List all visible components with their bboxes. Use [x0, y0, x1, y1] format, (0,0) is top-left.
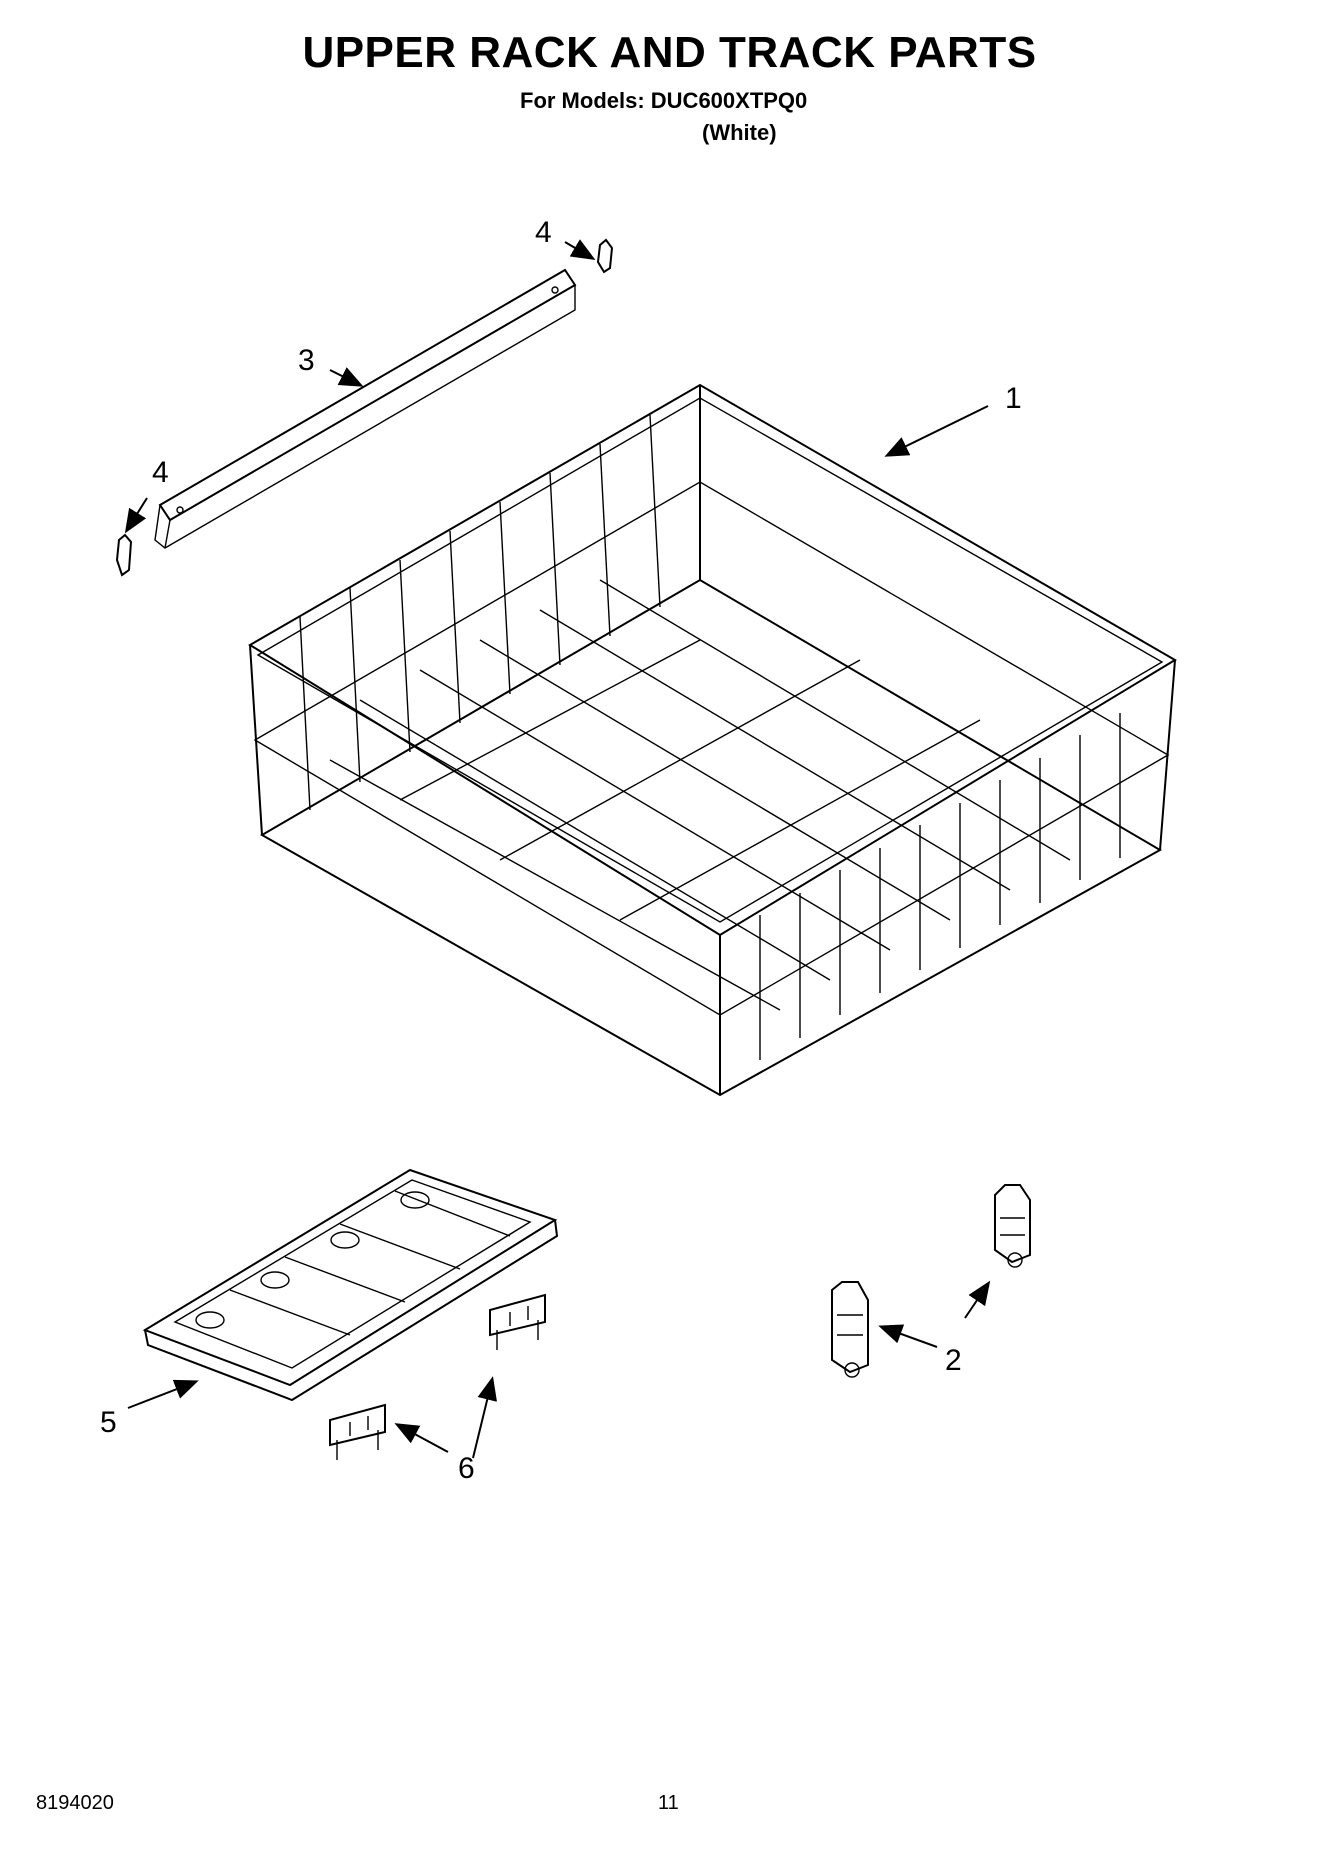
models-line: For Models: DUC600XTPQ0	[520, 88, 808, 113]
callout-1: 1	[1005, 382, 1022, 415]
callout-4-left: 4	[152, 456, 169, 489]
shelf-clip-part	[329, 1293, 546, 1460]
callout-3: 3	[298, 344, 315, 377]
document-number: 8194020	[36, 1792, 114, 1814]
upper-rack-basket-part	[248, 383, 1177, 1097]
rack-roller-part	[831, 1184, 1031, 1378]
callout-2: 2	[945, 1344, 962, 1377]
page-title: UPPER RACK AND TRACK PARTS	[302, 28, 1037, 77]
callout-5: 5	[100, 1406, 117, 1439]
callout-4-top: 4	[535, 216, 552, 249]
callout-6: 6	[458, 1452, 475, 1485]
page-number: 11	[658, 1792, 679, 1814]
track-end-cap-part	[115, 238, 614, 577]
color-line: (White)	[702, 120, 777, 145]
track-rail-part	[154, 268, 577, 549]
cup-shelf-part	[142, 1168, 559, 1402]
